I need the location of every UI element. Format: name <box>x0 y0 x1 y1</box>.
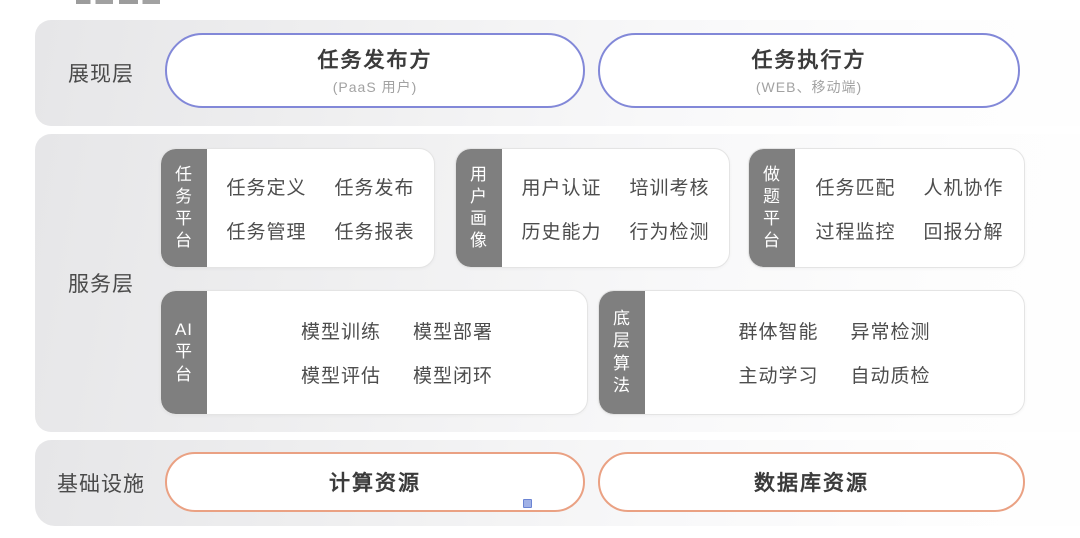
pill-title: 任务发布方 <box>317 49 433 72</box>
pill-compute-resources: 计算资源 <box>165 452 585 512</box>
layer-label-presentation: 展现层 <box>68 63 134 86</box>
card-item: 模型部署 <box>413 322 494 343</box>
card-item: 用户认证 <box>521 177 602 199</box>
card-item: 历史能力 <box>521 221 602 243</box>
layer-label-service: 服务层 <box>68 273 134 296</box>
card-item: 任务管理 <box>226 221 307 243</box>
service-card-user-profile: 用 户 画 像 用户认证 培训考核 历史能力 行为检测 <box>455 148 730 268</box>
layer-label-infrastructure: 基础设施 <box>57 473 145 496</box>
pill-title: 数据库资源 <box>754 472 869 495</box>
card-items: 用户认证 培训考核 历史能力 行为检测 <box>502 149 729 267</box>
card-item: 培训考核 <box>629 177 710 199</box>
pill-title: 计算资源 <box>329 472 421 495</box>
pill-title: 任务执行方 <box>751 49 867 72</box>
card-item: 模型评估 <box>300 366 381 387</box>
pill-task-executor: 任务执行方 (WEB、移动端) <box>598 33 1020 108</box>
card-item: 人机协作 <box>923 177 1004 199</box>
card-item: 回报分解 <box>923 221 1004 243</box>
service-card-solving-platform: 做 题 平 台 任务匹配 人机协作 过程监控 回报分解 <box>748 148 1025 268</box>
pill-subtitle: (PaaS 用户) <box>332 79 418 95</box>
pill-task-publisher: 任务发布方 (PaaS 用户) <box>165 33 585 108</box>
card-items: 群体智能 异常检测 主动学习 自动质检 <box>645 291 1024 414</box>
blue-cross-mark-icon <box>523 499 532 508</box>
card-item: 群体智能 <box>738 322 819 343</box>
card-tab-ai-platform: AI 平 台 <box>161 291 207 414</box>
card-tab-solving-platform: 做 题 平 台 <box>749 149 795 267</box>
service-card-ai-platform: AI 平 台 模型训练 模型部署 模型评估 模型闭环 <box>160 290 588 415</box>
card-item: 异常检测 <box>850 322 931 343</box>
card-item: 任务定义 <box>226 177 307 199</box>
card-item: 模型训练 <box>300 322 381 343</box>
card-tab-base-algorithms: 底 层 算 法 <box>599 291 645 414</box>
pill-database-resources: 数据库资源 <box>598 452 1025 512</box>
card-item: 任务匹配 <box>815 177 896 199</box>
card-item: 过程监控 <box>815 221 896 243</box>
card-item: 模型闭环 <box>413 366 494 387</box>
card-items: 任务定义 任务发布 任务管理 任务报表 <box>207 149 434 267</box>
card-item: 行为检测 <box>629 221 710 243</box>
cropped-text-remnant <box>76 0 160 4</box>
card-items: 任务匹配 人机协作 过程监控 回报分解 <box>795 149 1024 267</box>
card-tab-user-profile: 用 户 画 像 <box>456 149 502 267</box>
service-card-task-platform: 任 务 平 台 任务定义 任务发布 任务管理 任务报表 <box>160 148 435 268</box>
card-item: 任务报表 <box>334 221 415 243</box>
pill-subtitle: (WEB、移动端) <box>755 79 863 95</box>
card-item: 主动学习 <box>738 366 819 387</box>
card-item: 自动质检 <box>850 366 931 387</box>
card-tab-task-platform: 任 务 平 台 <box>161 149 207 267</box>
card-items: 模型训练 模型部署 模型评估 模型闭环 <box>207 291 587 414</box>
service-card-base-algorithms: 底 层 算 法 群体智能 异常检测 主动学习 自动质检 <box>598 290 1025 415</box>
card-item: 任务发布 <box>334 177 415 199</box>
